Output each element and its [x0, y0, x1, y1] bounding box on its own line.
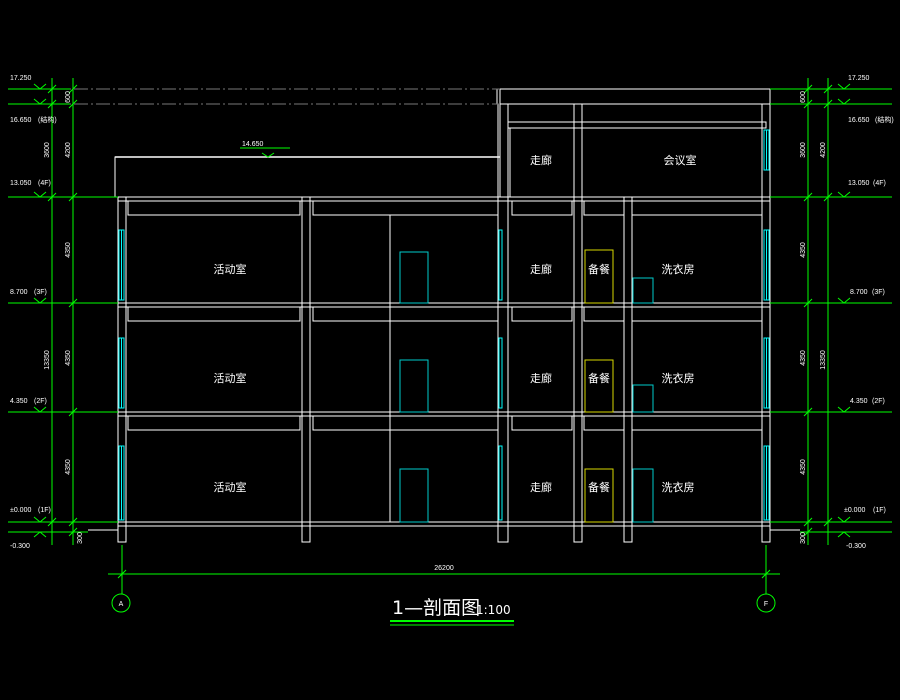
dim-left-inner-0: 600 — [65, 91, 72, 103]
dimension-lines — [8, 78, 892, 613]
level-right-6: -0.300 — [846, 543, 866, 550]
level-right-4: 4.350 — [850, 398, 868, 405]
doors — [399, 249, 654, 523]
level-labels-left: 17.250 16.650 (结构) 13.050 (4F) 8.700 (3F… — [10, 75, 57, 550]
room-activity-3f: 活动室 — [214, 262, 247, 276]
windows — [118, 129, 770, 521]
axis-bubble-A — [111, 593, 131, 613]
axis-label-F: F — [764, 601, 768, 608]
axis-label-A: A — [119, 601, 124, 608]
level-left-3: 8.700 — [10, 289, 28, 296]
room-corridor-1f: 走廊 — [530, 480, 552, 494]
dim-left-inner-2: 4350 — [65, 242, 72, 258]
drawing-title: 1—剖面图 1:100 — [390, 597, 514, 626]
column-A — [117, 196, 127, 543]
dim-right-inner-2: 4350 — [800, 242, 807, 258]
dim-text-left: 600 4200 4350 4350 4350 300 3600 13350 — [44, 91, 84, 544]
level-right-5-note: (1F) — [873, 507, 886, 514]
level-left-1-note: (结构) — [38, 115, 57, 124]
room-corridor-2f: 走廊 — [530, 371, 552, 385]
level-right-0: 17.250 — [848, 75, 870, 82]
building-structure — [88, 88, 800, 543]
dim-left-inner-5: 300 — [77, 532, 84, 544]
room-pantry-2f: 备餐 — [588, 371, 610, 385]
dim-right-outer-0: 3600 — [800, 142, 807, 158]
dim-right-inner-5: 300 — [800, 532, 807, 544]
level-right-4-note: (2F) — [872, 398, 885, 405]
door-activity-1f — [399, 468, 429, 523]
level-right-3: 8.700 — [850, 289, 868, 296]
level-left-2: 13.050 — [10, 180, 32, 187]
drawing-title-scale: 1:100 — [476, 603, 511, 617]
level-left-0: 17.250 — [10, 75, 32, 82]
dim-left-inner-3: 4350 — [65, 350, 72, 366]
drawing-title-main: 1—剖面图 — [392, 597, 480, 619]
door-laundry-1f — [632, 468, 654, 523]
level-left-6: -0.300 — [10, 543, 30, 550]
room-corridor-3f: 走廊 — [530, 262, 552, 276]
room-activity-1f: 活动室 — [214, 480, 247, 494]
column-F — [761, 103, 771, 543]
level-right-1: 16.650 — [848, 117, 870, 124]
door-pantry-3f — [584, 249, 614, 304]
door-laundry-3f — [632, 277, 654, 304]
level-left-5-note: (1F) — [38, 507, 51, 514]
level-right-2: 13.050 — [848, 180, 870, 187]
dim-left-inner-1: 4200 — [65, 142, 72, 158]
dim-total-width: 26200 — [434, 565, 454, 572]
level-right-1-note: (结构) — [875, 115, 894, 124]
dim-right-outer-1: 13350 — [820, 350, 827, 370]
door-pantry-2f — [584, 359, 614, 413]
room-laundry-3f: 洗衣房 — [662, 262, 695, 276]
level-left-3-note: (3F) — [34, 289, 47, 296]
level-left-4: 4.350 — [10, 398, 28, 405]
level-right-5: ±0.000 — [844, 507, 865, 514]
dim-right-inner-0: 600 — [800, 91, 807, 103]
level-right-2-note: (4F) — [873, 180, 886, 187]
dim-text-right: 600 4200 4350 4350 4350 300 3600 13350 — [800, 91, 827, 544]
level-roof-mid: 14.650 — [242, 141, 264, 148]
level-left-5: ±0.000 — [10, 507, 31, 514]
dim-left-outer-1: 13350 — [44, 350, 51, 370]
axis-bubble-F — [756, 593, 776, 613]
room-corridor-4f: 走廊 — [530, 153, 552, 167]
dim-right-inner-3: 4350 — [800, 350, 807, 366]
room-laundry-2f: 洗衣房 — [662, 371, 695, 385]
door-activity-2f — [399, 359, 429, 413]
dim-left-inner-4: 4350 — [65, 459, 72, 475]
level-left-4-note: (2F) — [34, 398, 47, 405]
door-pantry-1f — [584, 468, 614, 523]
door-laundry-2f — [632, 384, 654, 413]
room-pantry-3f: 备餐 — [588, 262, 610, 276]
dim-right-inner-1: 4200 — [820, 142, 827, 158]
room-pantry-1f: 备餐 — [588, 480, 610, 494]
level-right-3-note: (3F) — [872, 289, 885, 296]
level-labels-right: 17.250 16.650 (结构) 13.050 (4F) 8.700 (3F… — [844, 75, 894, 550]
room-labels: 走廊 会议室 活动室 走廊 备餐 洗衣房 活动室 走廊 备餐 洗衣房 活动室 走… — [214, 153, 697, 494]
dim-left-outer-0: 3600 — [44, 142, 51, 158]
door-activity-3f — [399, 251, 429, 304]
dim-right-inner-4: 4350 — [800, 459, 807, 475]
room-meeting-4f: 会议室 — [664, 153, 697, 167]
room-activity-2f: 活动室 — [214, 371, 247, 385]
level-left-1: 16.650 — [10, 117, 32, 124]
level-left-2-note: (4F) — [38, 180, 51, 187]
room-laundry-1f: 洗衣房 — [662, 480, 695, 494]
